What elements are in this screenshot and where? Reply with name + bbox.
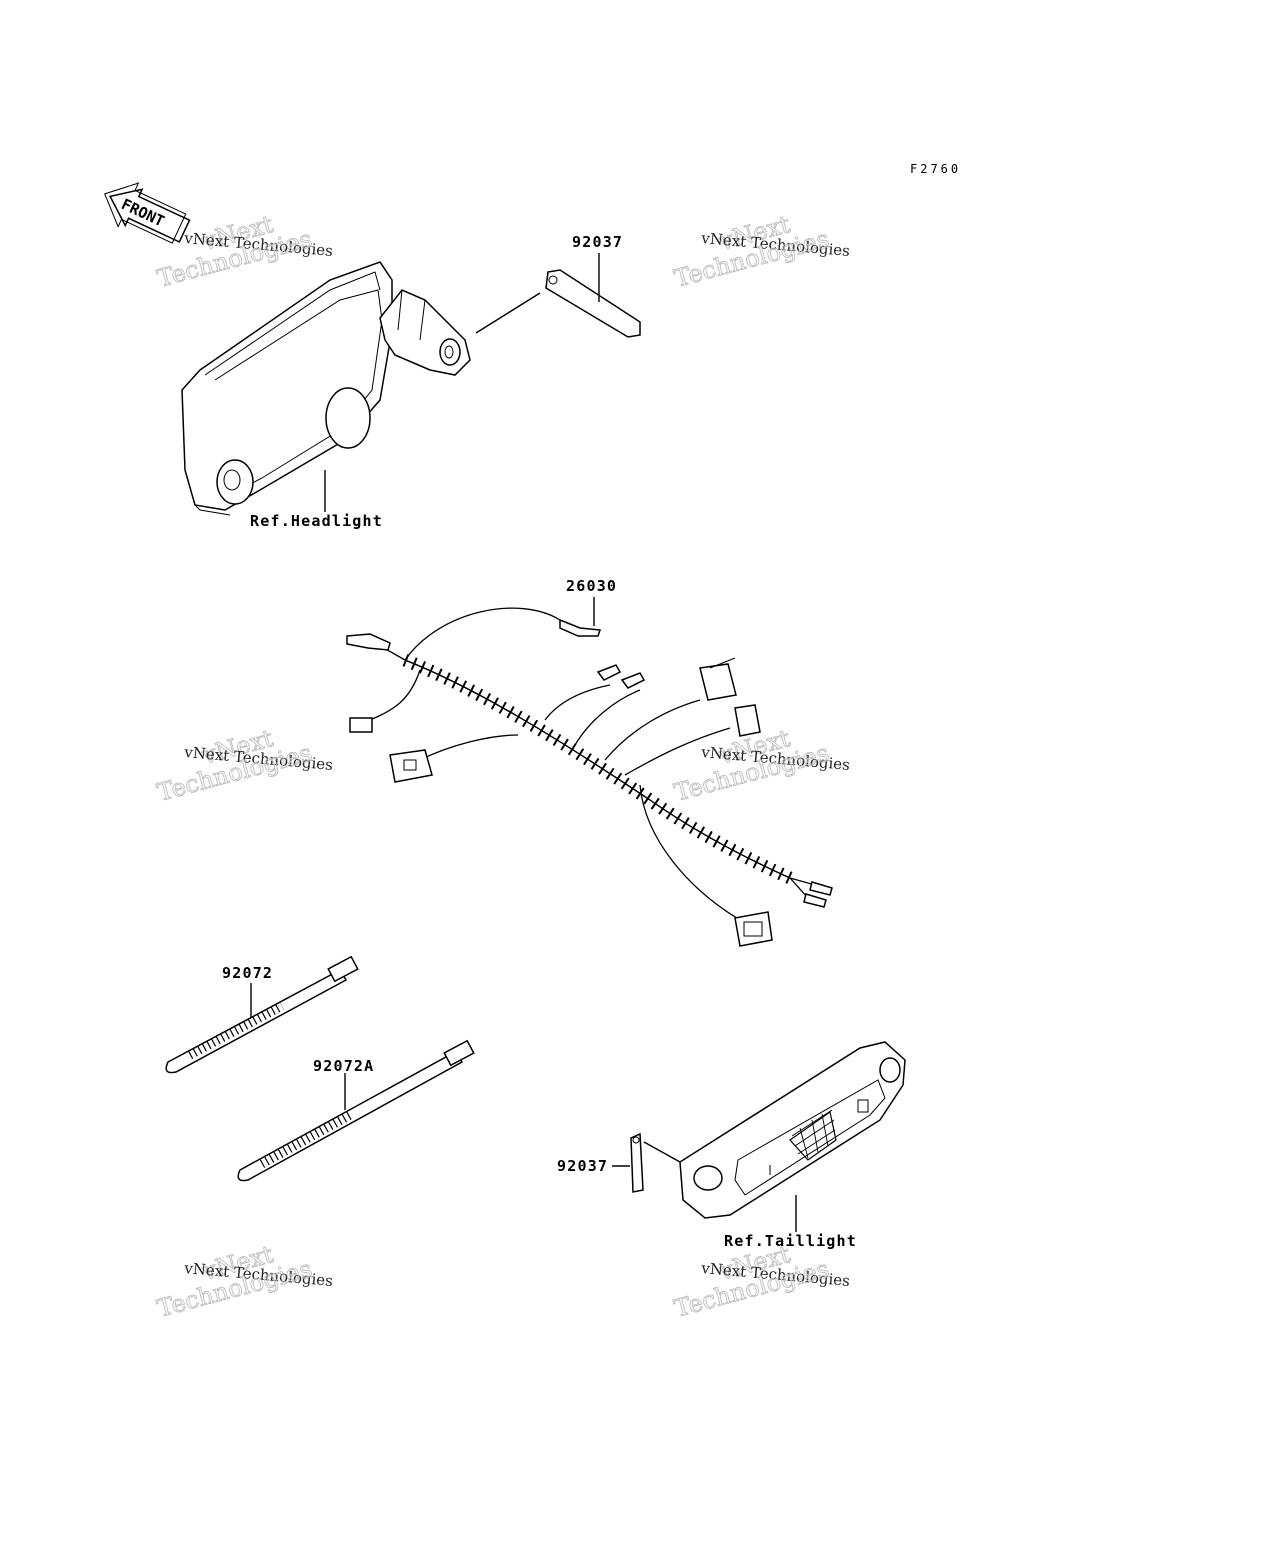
taillight-drawing xyxy=(679,1041,906,1232)
watermark-5: vNext vNext Technologies Technologies xyxy=(154,1240,334,1324)
label-92037-top: 92037 xyxy=(572,233,623,251)
cable-tie-short-drawing xyxy=(165,955,359,1074)
cable-tie-long-drawing xyxy=(237,1039,475,1182)
label-92072: 92072 xyxy=(222,964,273,982)
bracket-top-drawing xyxy=(475,253,641,338)
watermark-2: vNext vNext Technologies Technologies xyxy=(671,210,851,294)
label-92072A: 92072A xyxy=(313,1057,374,1075)
headlight-drawing xyxy=(181,261,471,516)
label-ref-headlight: Ref.Headlight xyxy=(250,512,383,530)
front-arrow-icon: FRONT xyxy=(104,182,191,244)
wiring-harness-drawing xyxy=(346,597,833,947)
bracket-bottom-drawing xyxy=(612,1132,681,1193)
figure-code: F2760 xyxy=(910,162,961,176)
label-26030: 26030 xyxy=(566,577,617,595)
watermark-3: vNext vNext Technologies Technologies xyxy=(154,724,334,808)
watermark-4: vNext vNext Technologies Technologies xyxy=(671,724,851,808)
label-ref-taillight: Ref.Taillight xyxy=(724,1232,857,1250)
watermark-6: vNext vNext Technologies Technologies xyxy=(671,1240,851,1324)
label-92037-bottom: 92037 xyxy=(557,1157,608,1175)
